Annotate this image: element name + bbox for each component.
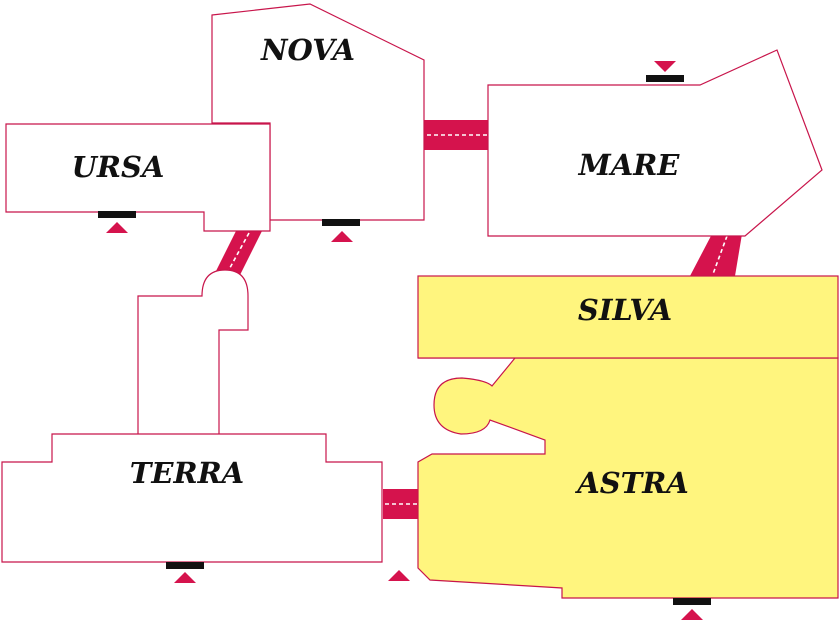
building-mare-shape[interactable] <box>487 49 823 237</box>
building-silva-label: SILVA <box>578 293 672 327</box>
building-silva[interactable]: SILVA <box>417 275 839 359</box>
entrance-astra-icon[interactable] <box>673 598 711 620</box>
building-nova-label: NOVA <box>260 33 355 67</box>
entrance-terra-icon[interactable] <box>166 562 204 583</box>
skywalk-nova-mare[interactable] <box>424 120 490 150</box>
building-ursa[interactable]: URSA <box>5 123 271 232</box>
building-ursa-shape[interactable] <box>5 123 271 232</box>
skywalk-mare-silva[interactable] <box>690 234 742 276</box>
building-ursa-label: URSA <box>72 150 165 184</box>
building-mare[interactable]: MARE <box>487 49 823 237</box>
entrance-side-icon[interactable] <box>388 570 410 581</box>
entrance-mare-icon[interactable] <box>322 219 360 242</box>
skywalks <box>213 120 742 519</box>
building-astra-shape[interactable] <box>417 357 839 599</box>
building-terra-shape[interactable] <box>1 269 383 563</box>
entrance-nova-icon[interactable] <box>646 61 684 82</box>
building-mare-label: MARE <box>578 148 681 182</box>
skywalk-terra-astra[interactable] <box>383 489 419 519</box>
building-nova[interactable]: NOVA <box>211 3 425 221</box>
entrances <box>98 61 711 620</box>
entrance-ursa-icon[interactable] <box>98 211 136 233</box>
building-astra[interactable]: ASTRA <box>417 357 839 599</box>
building-astra-label: ASTRA <box>574 466 689 500</box>
building-terra-label: TERRA <box>130 456 244 490</box>
building-silva-shape[interactable] <box>417 275 839 359</box>
building-terra[interactable]: TERRA <box>1 269 383 563</box>
skywalk-ursa-terra[interactable] <box>213 231 262 277</box>
